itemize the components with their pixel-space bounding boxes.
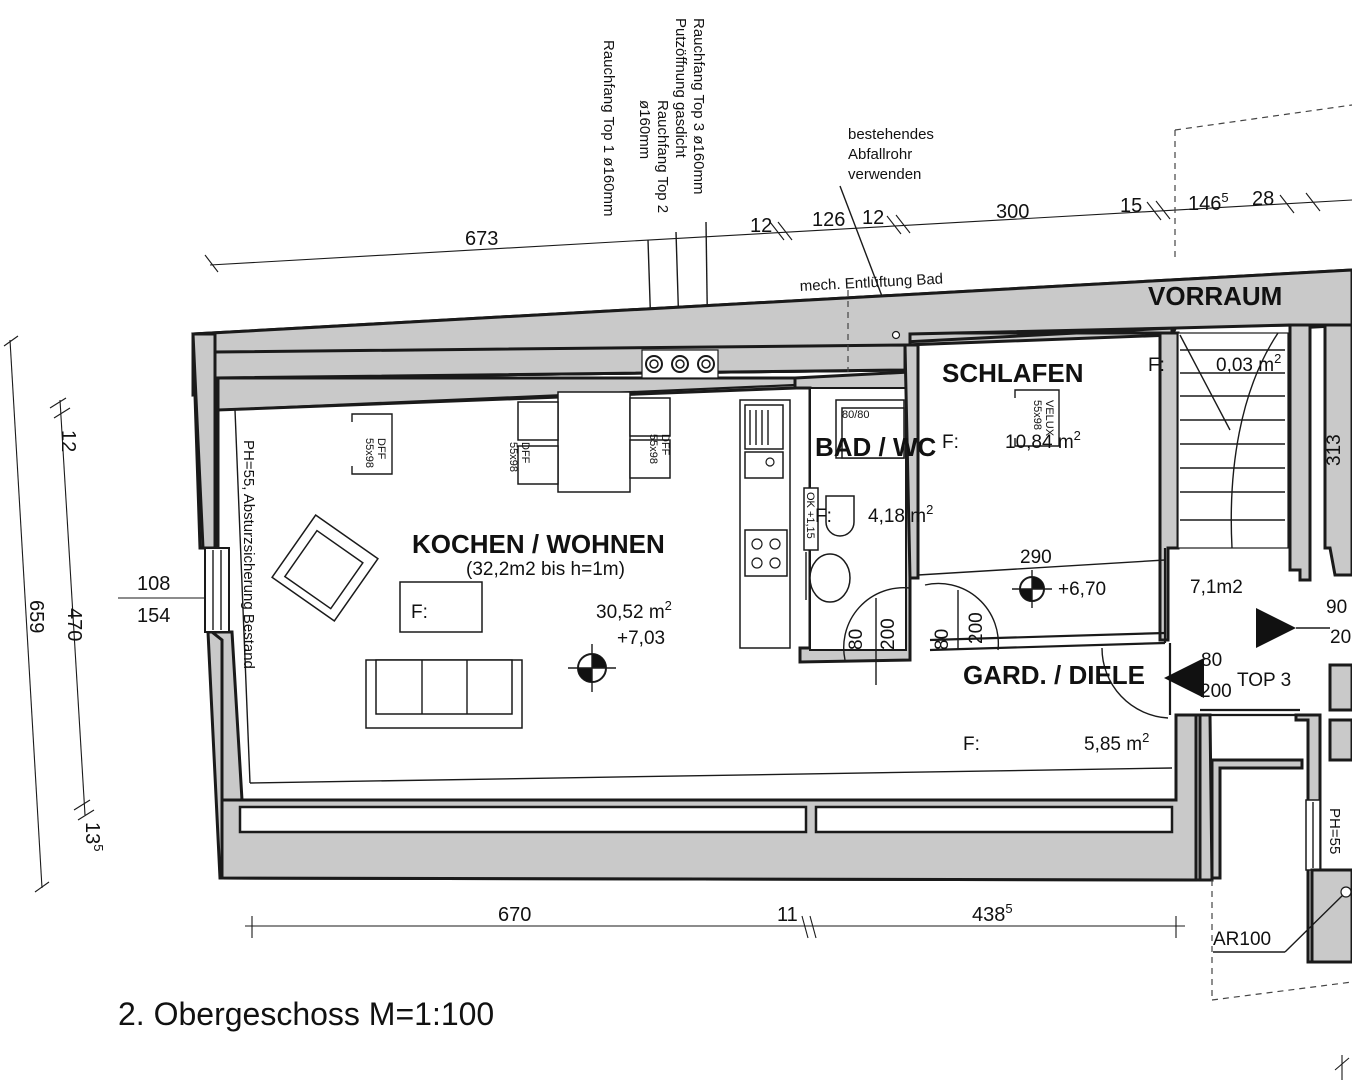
room-schlafen-name: SCHLAFEN [942, 358, 1084, 388]
dim-left-13: 135 [81, 822, 106, 851]
entry-arrow-right-icon [1256, 608, 1296, 648]
dim-top-12b: 12 [862, 207, 884, 229]
ar100-label: AR100 [1213, 929, 1271, 950]
door-bad-80: 80 [846, 629, 867, 650]
dim-left-470: 470 [63, 608, 85, 641]
door-dimensions: 80 200 80 200 80 200 [846, 612, 1232, 702]
room-bad-area: 4,18 m2 [868, 502, 933, 527]
room-vorraum: VORRAUM F: 0,03 m2 313 [1148, 281, 1345, 466]
dff-1-size: 55x98 [363, 438, 375, 468]
velux-window: VELUX 55x98 [1014, 389, 1060, 447]
dim-bottom-438: 4385 [972, 901, 1013, 926]
shower-size: 80/80 [842, 409, 870, 421]
dim-stair-313: 313 [1324, 434, 1345, 466]
room-kochen-area: 30,52 m2 [596, 598, 672, 623]
room-garderobe-f: F: [963, 734, 980, 755]
room-vorraum-name: VORRAUM [1148, 281, 1282, 311]
room-kochen-note: (32,2m2 bis h=1m) [466, 559, 625, 580]
room-schlafen-f: F: [942, 432, 959, 453]
room-bad-wc: BAD / WC F: 4,18 m2 [815, 432, 937, 527]
velux-label: VELUX [1043, 400, 1055, 437]
dim-left-12: 12 [57, 430, 79, 452]
chimney-top1-label: Rauchfang Top 1 ø160mm [600, 40, 617, 217]
ar100-label-group: AR100 [1213, 886, 1352, 953]
room-schlafen-area: 10,84 m2 [1005, 428, 1081, 453]
chimney-top2-label-b: ø160mm [636, 100, 653, 159]
dim-top-146: 1465 [1188, 190, 1229, 215]
fall-protection-label: PH=55, Absturzsicherung Bestand [240, 440, 257, 669]
left-dimension-lines: 659 12 470 135 108 154 [3, 335, 205, 893]
top3-area: 7,1m2 [1190, 577, 1243, 598]
dim-right-20: 20 [1330, 627, 1351, 648]
dim-top-12a: 12 [750, 215, 772, 237]
top3-name: TOP 3 [1237, 670, 1291, 691]
bath-fixtures: 80/80 OK +1,15 [803, 399, 905, 603]
dim-window-154: 154 [137, 605, 170, 627]
ventilation-label: mech. Entlüftung Bad [799, 271, 943, 295]
room-kochen-wohnen: KOCHEN / WOHNEN (32,2m2 bis h=1m) F: 30,… [411, 529, 672, 649]
dim-bottom-11: 11 [777, 904, 798, 926]
left-window [204, 547, 230, 633]
room-schlafen-level: +6,70 [1058, 579, 1106, 600]
door-entry-80: 80 [1201, 650, 1222, 671]
dim-top-126: 126 [812, 209, 845, 231]
room-top3: 7,1m2 TOP 3 90 20 [1190, 577, 1351, 691]
dim-top-300: 300 [996, 201, 1029, 223]
dim-schlafen-290: 290 [1020, 547, 1052, 568]
room-garderobe: GARD. / DIELE F: 5,85 m2 [963, 660, 1149, 755]
waste-pipe-note: bestehendes Abfallrohr verwenden [839, 126, 934, 334]
dff-2-label: DFF [519, 442, 531, 464]
level-markers [568, 570, 1052, 692]
velux-size: 55x98 [1031, 400, 1043, 430]
dim-top-28: 28 [1252, 188, 1274, 210]
level-marker-living [568, 644, 616, 692]
dim-bottom-670: 670 [498, 904, 531, 926]
entry-arrow-left-icon [1164, 658, 1204, 698]
doors [843, 559, 1169, 719]
room-bad-f: F: [815, 506, 832, 527]
room-garderobe-name: GARD. / DIELE [963, 660, 1145, 690]
wall-outlines [191, 268, 1352, 882]
door-entry-200: 200 [1200, 681, 1232, 702]
door-schlafen-80: 80 [932, 629, 953, 650]
bottom-dimension-line: 670 11 4385 [245, 901, 1185, 939]
living-furniture: DFF 55x98 DFF 55x98 DFF 55x98 [271, 391, 791, 729]
level-marker-schlafen [1012, 570, 1052, 608]
room-schlafen: SCHLAFEN F: 10,84 m2 +6,70 290 [942, 358, 1106, 600]
dim-window-108: 108 [137, 573, 170, 595]
dim-top-673: 673 [465, 228, 498, 250]
chimney-top2-label-a: Rauchfang Top 2 [654, 100, 671, 213]
chimney-top3-label-a: Rauchfang Top 3 ø160mm [690, 18, 707, 195]
staircase [1177, 332, 1289, 549]
ph-right-label: PH=55 [1326, 808, 1343, 854]
room-kochen-name: KOCHEN / WOHNEN [412, 529, 665, 559]
chimneys [641, 290, 901, 379]
dff-3-label: DFF [659, 434, 671, 456]
room-kochen-level: +7,03 [617, 628, 665, 649]
entry-arrows [1164, 608, 1330, 698]
ok-label: OK +1,15 [804, 492, 816, 539]
door-schlafen-200: 200 [966, 612, 987, 644]
dim-top-15: 15 [1120, 195, 1142, 217]
room-vorraum-f: F: [1148, 355, 1165, 376]
room-garderobe-area: 5,85 m2 [1084, 730, 1149, 755]
dff-2-size: 55x98 [507, 442, 519, 472]
waste-pipe-label-2: Abfallrohr [848, 146, 912, 163]
waste-pipe-label-1: bestehendes [848, 126, 934, 143]
chimney-labels: Rauchfang Top 1 ø160mm ø160mm Rauchfang … [600, 18, 709, 363]
room-kochen-f: F: [411, 602, 428, 623]
plan-title: 2. Obergeschoss M=1:100 [118, 996, 494, 1032]
top-dimension-line: 673 12 126 12 300 15 1465 28 [204, 188, 1352, 273]
dff-1-label: DFF [375, 438, 387, 460]
room-bad-name: BAD / WC [815, 432, 937, 462]
right-walls [1174, 104, 1352, 1001]
chimney-top3-label-b: Putzöffnung gasdicht [672, 18, 689, 159]
room-vorraum-area: 0,03 m2 [1216, 351, 1281, 376]
dff-3-size: 55x98 [647, 434, 659, 464]
dim-right-90: 90 [1326, 597, 1347, 618]
waste-pipe-label-3: verwenden [848, 166, 921, 183]
dim-left-659: 659 [25, 600, 47, 633]
door-bad-200: 200 [878, 618, 899, 650]
